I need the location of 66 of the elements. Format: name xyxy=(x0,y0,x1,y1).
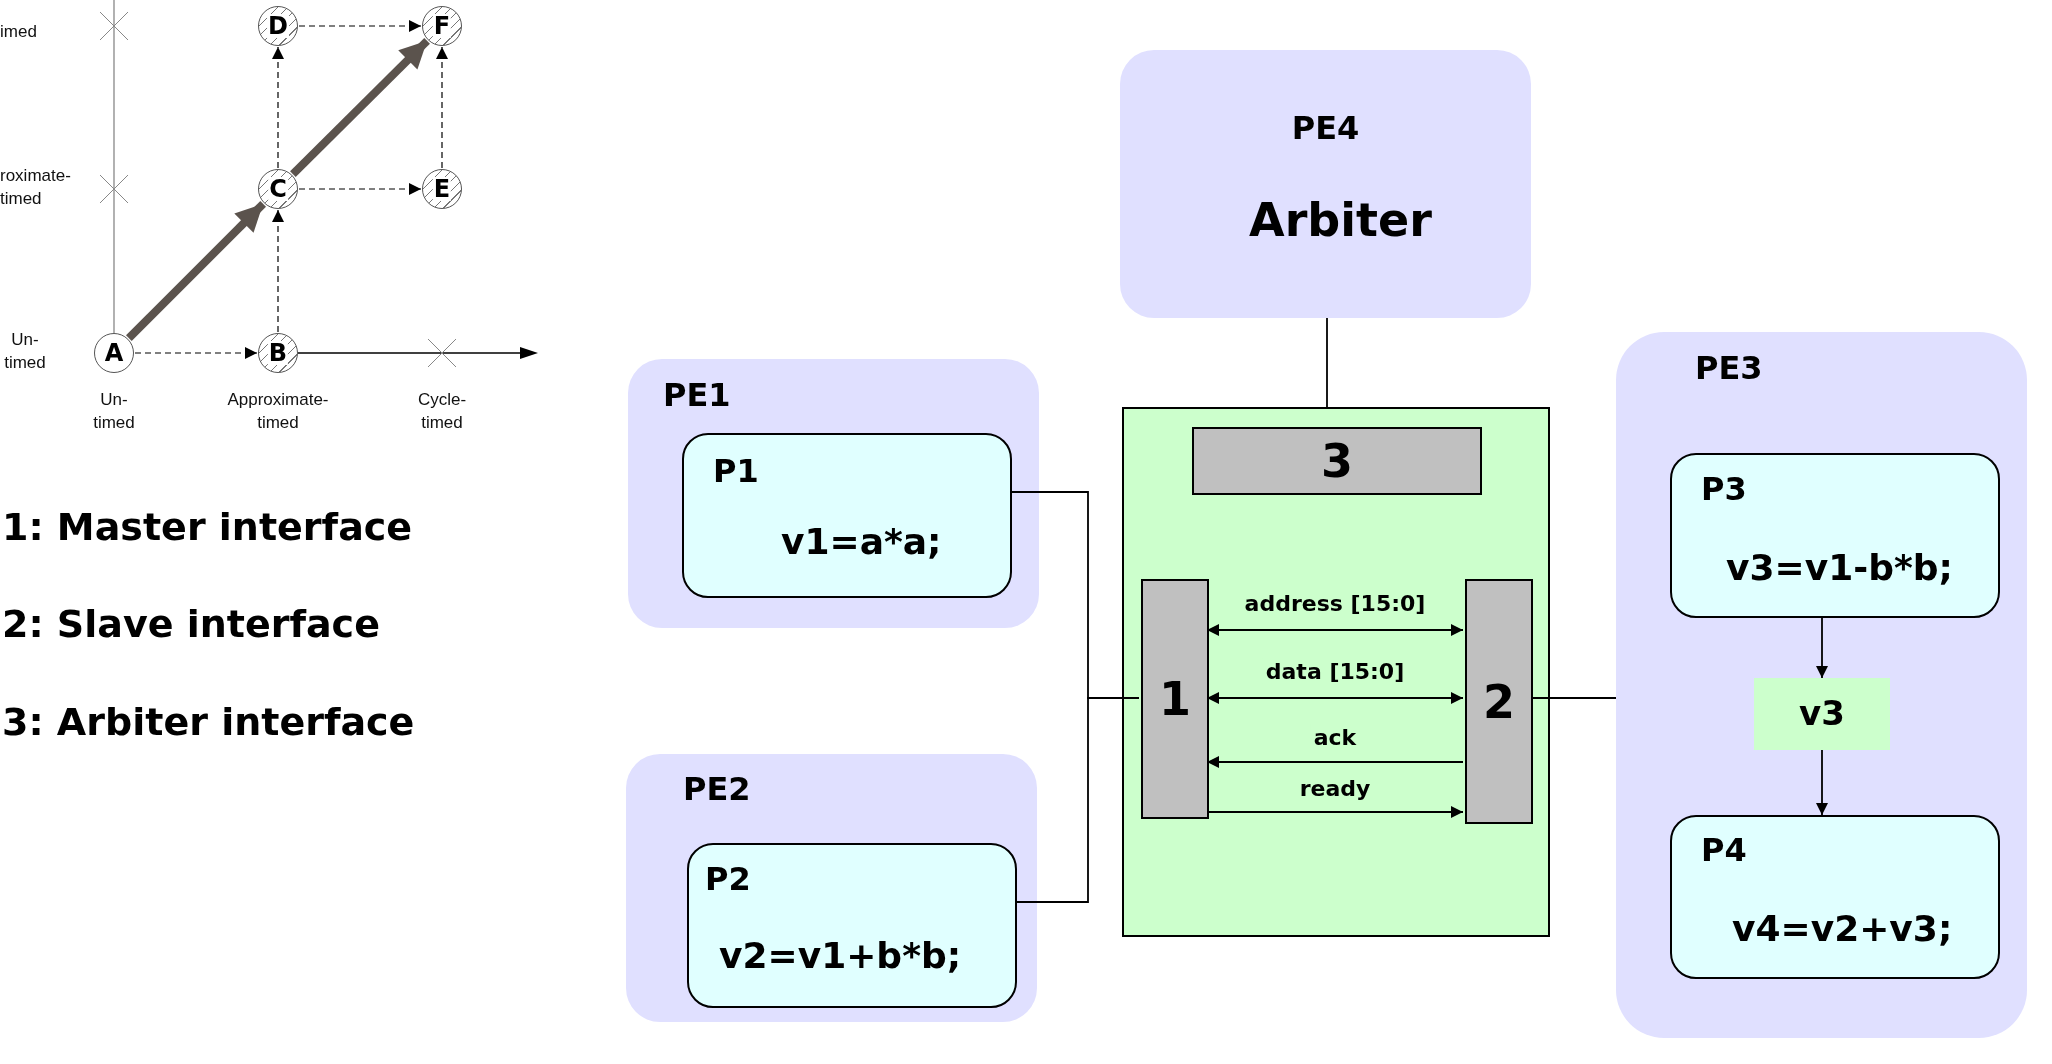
arrow xyxy=(298,20,422,32)
arrow xyxy=(298,183,422,195)
connector-line xyxy=(1326,317,1328,408)
process-title: P3 xyxy=(1701,471,1747,508)
arrow xyxy=(1206,806,1464,818)
state-circle xyxy=(258,6,298,46)
arrow xyxy=(290,37,430,178)
process-box xyxy=(687,843,1017,1008)
node-letter: F xyxy=(432,14,452,38)
code-text: v3=v1-b*b; xyxy=(1726,547,1953,589)
legend-text: 1: Master interface xyxy=(2,505,413,549)
node-letter: E xyxy=(432,177,452,201)
legend-text: 3: Arbiter interface xyxy=(2,700,415,744)
variable-name: v3 xyxy=(1799,694,1845,734)
element-title: PE3 xyxy=(1695,350,1763,387)
node-letter: D xyxy=(267,14,289,38)
processing-element-box xyxy=(1616,332,2027,1038)
element-title: PE2 xyxy=(683,771,751,808)
legend-text: 2: Slave interface xyxy=(2,602,380,646)
variable-box xyxy=(1754,678,1890,750)
interface-box xyxy=(1141,579,1209,819)
axis-label: Approximate- timed xyxy=(226,389,330,434)
process-title: P1 xyxy=(713,453,759,490)
processing-element-box xyxy=(626,754,1037,1022)
axis-label: Un- timed xyxy=(3,329,47,374)
process-box xyxy=(1670,815,2000,979)
interface-number: 1 xyxy=(1159,672,1191,726)
bus-box xyxy=(1122,407,1550,937)
axis-label: imed xyxy=(0,22,37,42)
arrow xyxy=(1816,749,1828,816)
processing-element-box xyxy=(1120,50,1531,318)
interface-number: 2 xyxy=(1483,675,1515,728)
double-arrow xyxy=(1206,624,1464,636)
processing-element-box xyxy=(628,359,1039,628)
state-circle xyxy=(422,6,462,46)
process-box xyxy=(1670,453,2000,618)
interface-box xyxy=(1192,427,1482,495)
element-title: PE4 xyxy=(1291,110,1360,147)
arrow xyxy=(272,209,284,333)
node-letter: C xyxy=(268,177,288,201)
arrow xyxy=(126,201,266,341)
code-text: v1=a*a; xyxy=(781,521,942,563)
state-circle xyxy=(422,169,462,209)
state-circle xyxy=(94,333,134,373)
arrow xyxy=(272,46,284,169)
node-letter: B xyxy=(267,341,289,365)
interface-box xyxy=(1465,579,1533,824)
axis-label: Cycle- timed xyxy=(416,389,468,434)
arrow xyxy=(134,347,258,359)
axis-label: roximate- timed xyxy=(0,165,72,210)
arrow xyxy=(1816,617,1828,679)
code-text: v4=v2+v3; xyxy=(1732,908,1953,950)
code-text: v2=v1+b*b; xyxy=(719,935,962,977)
process-title: P2 xyxy=(705,861,751,898)
state-circle xyxy=(258,169,298,209)
process-box xyxy=(682,433,1012,598)
process-title: P4 xyxy=(1701,832,1747,869)
state-circle xyxy=(258,333,298,373)
axis-label: Un- timed xyxy=(92,389,136,434)
element-title: PE1 xyxy=(663,377,731,414)
connector-line xyxy=(1530,697,1617,699)
element-name: Arbiter xyxy=(1249,194,1432,247)
double-arrow xyxy=(1206,692,1464,704)
interface-number: 3 xyxy=(1321,434,1353,488)
arrow xyxy=(1206,756,1464,768)
arrow xyxy=(436,46,448,169)
